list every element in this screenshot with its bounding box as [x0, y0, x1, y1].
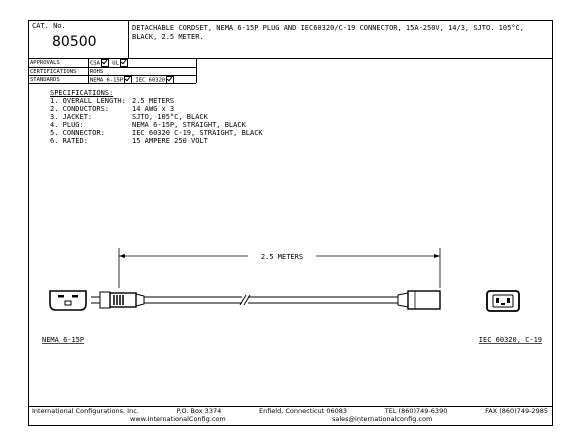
address: Enfield, Connecticut 06083: [258, 407, 348, 415]
standards-values: NEMA 6-15P IEC 60320: [90, 76, 175, 84]
spec-value: 15 AMPERE 250 VOLT: [132, 137, 208, 145]
iec-connector-face-icon: [486, 290, 520, 312]
approvals-values: CSA UL: [90, 59, 128, 67]
approvals-divider: [28, 67, 196, 68]
standards-label: STANDARDS: [30, 77, 60, 83]
approval-ul: UL: [112, 60, 119, 67]
footer-line-1: International Configurations, Inc. P.O. …: [32, 407, 548, 415]
certifications-value: ROHS: [90, 69, 104, 75]
product-description: DETACHABLE CORDSET, NEMA 6-15P PLUG AND …: [132, 24, 524, 41]
approvals-label: APPROVALS: [30, 60, 60, 66]
header-divider: [28, 58, 552, 59]
po-box: P.O. Box 3374: [176, 407, 222, 415]
specifications-title: SPECIFICATIONS:: [50, 89, 114, 97]
spec-value: IEC 60320 C-19, STRAIGHT, BLACK: [132, 129, 263, 137]
cordset-drawing: 2.5 METERS: [42, 248, 542, 344]
standards-divider: [28, 83, 196, 84]
spec-row: 5. CONNECTOR: IEC 60320 C-19, STRAIGHT, …: [50, 129, 263, 137]
nema-checkbox-icon: [124, 76, 133, 84]
telephone: TEL (860)749-6390: [384, 407, 448, 415]
spec-label: 5. CONNECTOR:: [50, 129, 105, 137]
cat-divider: [128, 20, 129, 58]
spec-row: 6. RATED: 15 AMPERE 250 VOLT: [50, 137, 263, 145]
spec-value: NEMA 6-15P, STRAIGHT, BLACK: [132, 121, 246, 129]
spec-label: 4. PLUG:: [50, 121, 84, 129]
ul-checkbox-icon: [119, 59, 128, 67]
plug-body-icon: [91, 291, 145, 309]
connector-body-icon: [397, 290, 441, 310]
certifications-label: CERTIFICATIONS: [30, 69, 77, 75]
dimension-arrow-left-icon: [119, 254, 125, 258]
fax: FAX (860)749-2985: [485, 407, 548, 415]
cable-icon: [144, 294, 398, 306]
spec-label: 6. RATED:: [50, 137, 88, 145]
nema-label: NEMA 6-15P: [42, 336, 84, 344]
spec-value: SJTO, 105°C, BLACK: [132, 113, 208, 121]
cat-label: CAT. No.: [32, 22, 66, 30]
standard-nema: NEMA 6-15P: [90, 77, 124, 84]
specifications-list: 1. OVERALL LENGTH: 2.5 METERS 2. CONDUCT…: [50, 97, 263, 145]
label-col-divider: [88, 58, 89, 83]
sheet-border: [28, 20, 553, 426]
company-name: International Configurations, Inc.: [32, 407, 139, 415]
email-link[interactable]: sales@internationalconfig.com: [332, 415, 433, 423]
spec-row: 1. OVERALL LENGTH: 2.5 METERS: [50, 97, 263, 105]
value-col-divider: [196, 58, 197, 83]
spec-row: 3. JACKET: SJTO, 105°C, BLACK: [50, 113, 263, 121]
footer-divider: [28, 406, 552, 407]
spec-label: 1. OVERALL LENGTH:: [50, 97, 126, 105]
spec-value: 14 AWG x 3: [132, 105, 175, 113]
iec-checkbox-icon: [166, 76, 175, 84]
dimension-arrow-right-icon: [434, 254, 440, 258]
spec-value: 2.5 METERS: [132, 97, 175, 105]
length-label: 2.5 METERS: [261, 253, 303, 261]
website-link[interactable]: www.InternationalConfig.com: [130, 415, 226, 423]
spec-row: 2. CONDUCTORS: 14 AWG x 3: [50, 105, 263, 113]
spec-row: 4. PLUG: NEMA 6-15P, STRAIGHT, BLACK: [50, 121, 263, 129]
standard-iec: IEC 60320: [135, 77, 166, 84]
approval-csa: CSA: [90, 60, 100, 67]
csa-checkbox-icon: [100, 59, 109, 67]
cert-divider: [28, 75, 196, 76]
spec-label: 2. CONDUCTORS:: [50, 105, 110, 113]
iec-label: IEC 60320, C-19: [479, 336, 542, 344]
nema-plug-face-icon: [49, 290, 87, 311]
spec-label: 3. JACKET:: [50, 113, 93, 121]
cat-number: 80500: [52, 34, 97, 50]
